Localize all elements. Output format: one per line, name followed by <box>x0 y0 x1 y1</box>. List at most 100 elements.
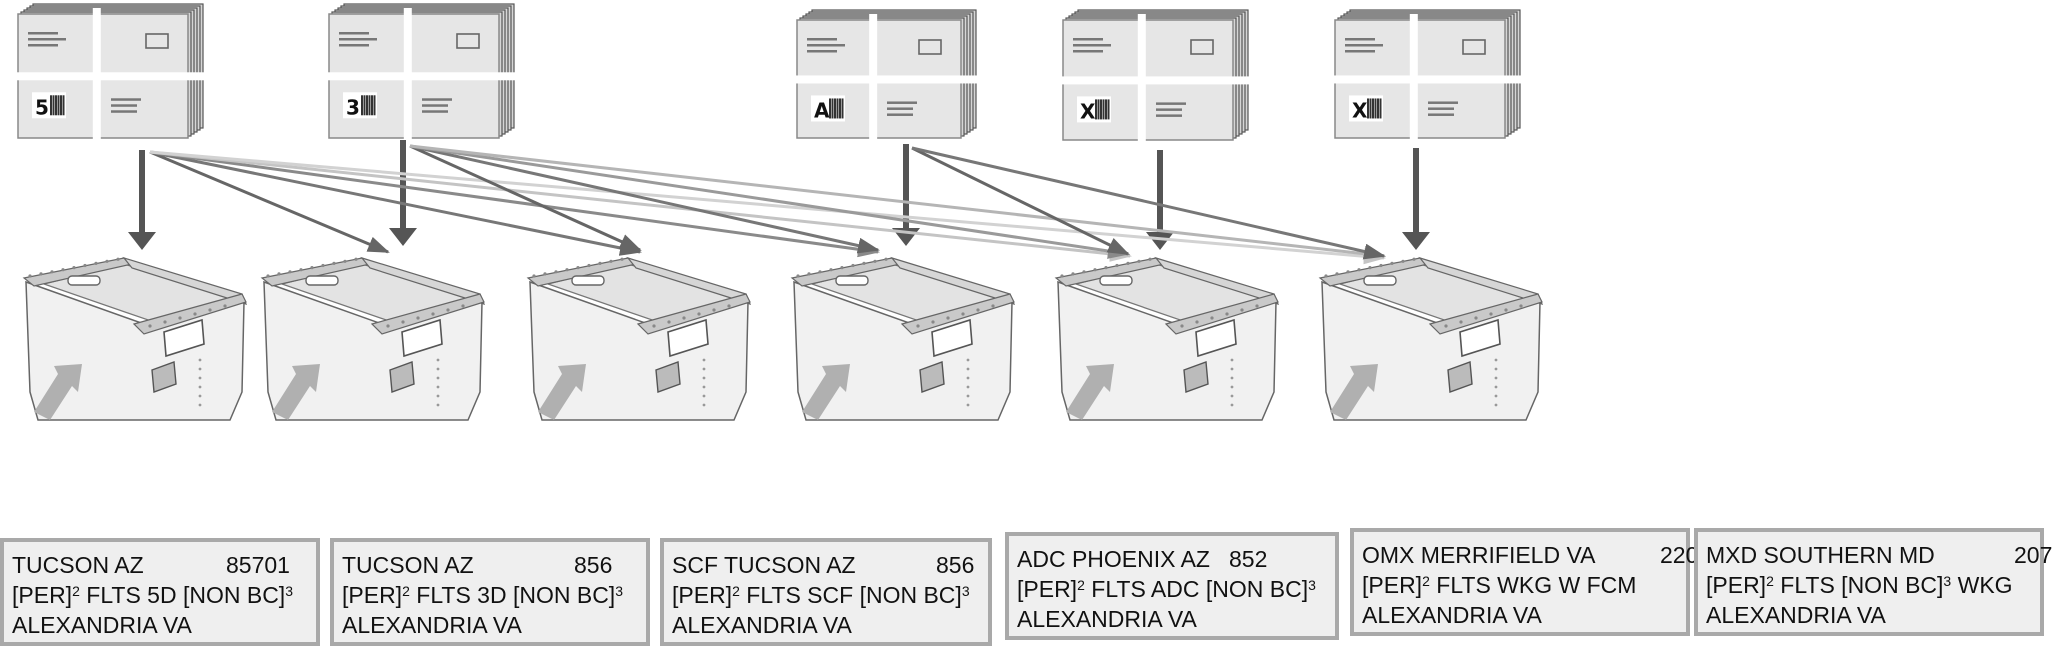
footnote-mark: 3 <box>1308 577 1316 593</box>
destination-text: SCF TUCSON AZ <box>672 552 856 578</box>
arrow-x-to-mxd-southern <box>1402 148 1430 250</box>
label-line-2: [PER]2 FLTS [NON BC]3 WKG <box>1706 570 2032 600</box>
zip-text: 856 <box>936 552 975 578</box>
tray-body <box>790 256 1016 421</box>
footnote-mark: 3 <box>615 583 623 599</box>
bundle-x-1: X <box>1059 9 1251 146</box>
footnote-mark: 2 <box>72 583 80 599</box>
bundle-5: 5 <box>14 3 206 144</box>
tray-body <box>1318 256 1544 421</box>
bundle-code-label: 3 <box>346 95 360 119</box>
tray-omx-merrifield-220-label: OMX MERRIFIELD VA 220 [PER]2 FLTS WKG W FC… <box>1350 528 1698 636</box>
origin-text: ALEXANDRIA VA <box>342 612 522 638</box>
bundles-layer: 5 3 A X X <box>14 3 1523 146</box>
arrow-5-to-tucson-3d <box>149 150 390 254</box>
destination-text: ADC PHOENIX AZ <box>1017 546 1210 572</box>
arrow-3-to-scf-tucson <box>409 144 642 252</box>
content-line: FLTS WKG W FCM <box>1429 572 1637 598</box>
arrow-x-to-omx-merrifield <box>1146 150 1174 250</box>
label-insert-arrow <box>802 364 850 420</box>
content-prefix: [PER] <box>342 582 403 608</box>
content-line: FLTS [NON BC] <box>1773 572 1944 598</box>
content-prefix: [PER] <box>1362 572 1423 598</box>
arrow-5-to-tucson-85701 <box>128 150 156 250</box>
zip-text: 856 <box>574 552 613 578</box>
label-line-1: TUCSON AZ 856 <box>342 550 638 580</box>
tray-body <box>22 256 248 421</box>
footnote-mark: 2 <box>1422 573 1430 589</box>
bundle-code-label: A <box>814 98 830 122</box>
bundle-code-label: X <box>1352 98 1368 122</box>
tray-body <box>526 256 752 421</box>
destination-text: TUCSON AZ <box>342 552 474 578</box>
routing-arrows <box>128 140 1430 265</box>
label-line-2: [PER]2 FLTS ADC [NON BC]3 <box>1017 574 1327 604</box>
content-suffix: WKG <box>1951 572 2013 598</box>
content-line: FLTS 5D [NON BC] <box>79 582 286 608</box>
origin-text: ALEXANDRIA VA <box>12 612 192 638</box>
zip-text: 220 <box>1660 542 1699 568</box>
label-line-1: ADC PHOENIX AZ 852 <box>1017 544 1327 574</box>
tray-body <box>1054 256 1280 421</box>
destination-text: MXD SOUTHERN MD <box>1706 542 1935 568</box>
label-line-2: [PER]2 FLTS 3D [NON BC]3 <box>342 580 638 610</box>
bundle-code-label: 5 <box>35 95 49 119</box>
arrow-3-to-tucson-3d <box>389 140 417 246</box>
label-line-1: MXD SOUTHERN MD 207 <box>1706 540 2052 570</box>
label-insert-arrow <box>538 364 586 420</box>
arrow-3-to-mxd-southern <box>409 144 1386 262</box>
content-line: FLTS ADC [NON BC] <box>1084 576 1309 602</box>
zip-text: 207 <box>2014 542 2053 568</box>
arrow-5-to-omx-merrifield <box>149 150 1132 262</box>
label-line-2: [PER]2 FLTS SCF [NON BC]3 <box>672 580 980 610</box>
label-line-1: OMX MERRIFIELD VA 220 <box>1362 540 1698 570</box>
arrow-a-to-mxd-southern <box>911 146 1386 260</box>
content-line: FLTS SCF [NON BC] <box>739 582 962 608</box>
origin-text: ALEXANDRIA VA <box>1706 602 1886 628</box>
bundle-3: 3 <box>325 3 517 144</box>
footnote-mark: 3 <box>1943 573 1952 589</box>
destination-text: OMX MERRIFIELD VA <box>1362 542 1596 568</box>
content-prefix: [PER] <box>12 582 73 608</box>
tray-mxd-southern-md-207-label: MXD SOUTHERN MD 207[PER]2 FLTS [NON BC]3 … <box>1694 528 2052 636</box>
destination-text: TUCSON AZ <box>12 552 144 578</box>
origin-text: ALEXANDRIA VA <box>1362 602 1542 628</box>
label-line-1: SCF TUCSON AZ 856 <box>672 550 980 580</box>
label-insert-arrow <box>1330 364 1378 420</box>
arrow-5-to-mxd-southern <box>149 150 1386 265</box>
label-insert-arrow <box>34 364 82 420</box>
zip-text: 85701 <box>226 552 290 578</box>
footnote-mark: 2 <box>402 583 410 599</box>
content-prefix: [PER] <box>672 582 733 608</box>
arrow-3-to-adc-phoenix <box>409 144 880 254</box>
content-line: FLTS 3D [NON BC] <box>409 582 616 608</box>
tray-body <box>260 256 486 421</box>
bundle-x-2: X <box>1331 9 1523 144</box>
footnote-mark: 2 <box>1077 577 1085 593</box>
origin-text: ALEXANDRIA VA <box>1017 606 1197 632</box>
trays-layer <box>22 256 1544 421</box>
footnote-mark: 3 <box>961 583 970 599</box>
footnote-mark: 2 <box>732 583 740 599</box>
label-line-2: [PER]2 FLTS 5D [NON BC]3 <box>12 580 308 610</box>
bundle-a: A <box>793 9 979 144</box>
arrow-a-to-omx-merrifield <box>911 146 1130 256</box>
label-line-1: TUCSON AZ 85701 <box>12 550 308 580</box>
zip-text: 852 <box>1229 546 1268 572</box>
footnote-mark: 2 <box>1766 573 1774 589</box>
arrow-5-to-scf-tucson <box>149 150 642 256</box>
origin-text: ALEXANDRIA VA <box>672 612 852 638</box>
content-prefix: [PER] <box>1017 576 1078 602</box>
label-insert-arrow <box>272 364 320 420</box>
content-prefix: [PER] <box>1706 572 1767 598</box>
bundle-code-label: X <box>1080 99 1096 123</box>
label-insert-arrow <box>1066 364 1114 420</box>
footnote-mark: 3 <box>285 583 293 599</box>
arrow-3-to-omx-merrifield <box>409 144 1130 259</box>
